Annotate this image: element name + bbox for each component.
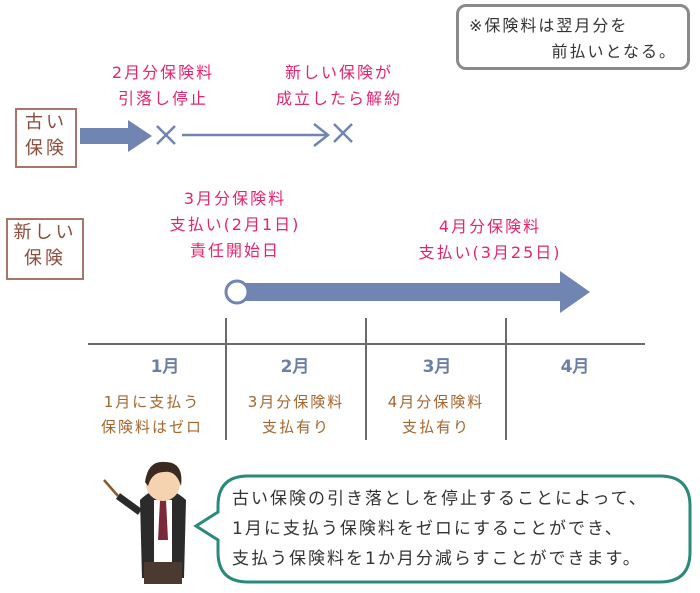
month-label-jan: 1月	[150, 357, 180, 377]
old-policy-stop-line-1: 2月分保険料	[111, 63, 215, 82]
cancel-cross-icon	[333, 123, 353, 143]
new-policy-next-line-2: 支払い(3月25日)	[418, 243, 562, 262]
old-policy-stop-line-2: 引落し停止	[117, 89, 208, 108]
new-policy-label-line-2: 保険	[24, 248, 66, 269]
old-policy-stop-note: 2月分保険料 引落し停止	[88, 60, 238, 112]
old-policy-cancel-line-2: 成立したら解約	[275, 89, 402, 108]
bubble-text: 古い保険の引き落としを停止することによって、 1月に支払う保険料をゼロにすること…	[232, 484, 686, 574]
new-policy-label: 新しい 保険	[6, 218, 84, 280]
timeline-grid	[88, 318, 645, 440]
bubble-line-1: 古い保険の引き落としを停止することによって、	[232, 489, 648, 509]
month-label-mar: 3月	[422, 357, 452, 377]
bubble-line-3: 支払う保険料を1か月分減らすことができます。	[232, 549, 642, 569]
cell-mar-line-1: 4月分保険料	[387, 393, 485, 411]
note-line-2: 前払いとなる。	[551, 42, 677, 61]
cell-feb-line-2: 支払有り	[261, 418, 330, 436]
new-policy-start-note: 3月分保険料 支払い(2月1日) 責任開始日	[140, 186, 330, 264]
old-policy-label: 古い 保険	[15, 108, 77, 168]
cell-feb: 3月分保険料 支払有り	[226, 390, 366, 440]
new-policy-next-note: 4月分保険料 支払い(3月25日)	[392, 214, 588, 266]
cell-feb-line-1: 3月分保険料	[247, 393, 345, 411]
month-label-apr: 4月	[560, 357, 590, 377]
old-policy-label-line-2: 保険	[25, 138, 67, 159]
old-policy-arrow	[80, 120, 152, 152]
old-policy-cancel-note: 新しい保険が 成立したら解約	[246, 60, 432, 112]
note-line-1: ※保険料は翌月分を	[469, 16, 629, 35]
new-policy-next-line-1: 4月分保険料	[438, 217, 542, 236]
speech-bubble	[193, 474, 692, 584]
start-point-marker	[224, 279, 250, 305]
cell-mar-line-2: 支払有り	[401, 418, 470, 436]
new-policy-label-line-1: 新しい	[13, 222, 77, 243]
old-policy-thin-arrow	[182, 123, 331, 147]
month-label-feb: 2月	[280, 357, 310, 377]
old-policy-cancel-line-1: 新しい保険が	[284, 63, 393, 82]
presenter-illustration	[103, 461, 186, 584]
cell-jan-line-2: 保険料はゼロ	[100, 418, 203, 436]
bubble-line-2: 1月に支払う保険料をゼロにすることができ、	[232, 519, 624, 539]
stop-cross-icon	[156, 125, 176, 145]
cell-mar: 4月分保険料 支払有り	[366, 390, 506, 440]
new-policy-arrow	[240, 271, 590, 313]
new-policy-start-line-2: 支払い(2月1日)	[169, 215, 301, 234]
cell-jan-line-1: 1月に支払う	[103, 393, 201, 411]
new-policy-start-line-1: 3月分保険料	[183, 189, 287, 208]
cell-jan: 1月に支払う 保険料はゼロ	[82, 390, 222, 440]
new-policy-start-line-3: 責任開始日	[189, 241, 280, 260]
prepayment-note: ※保険料は翌月分を 前払いとなる。	[456, 4, 690, 70]
old-policy-label-line-1: 古い	[25, 112, 67, 133]
